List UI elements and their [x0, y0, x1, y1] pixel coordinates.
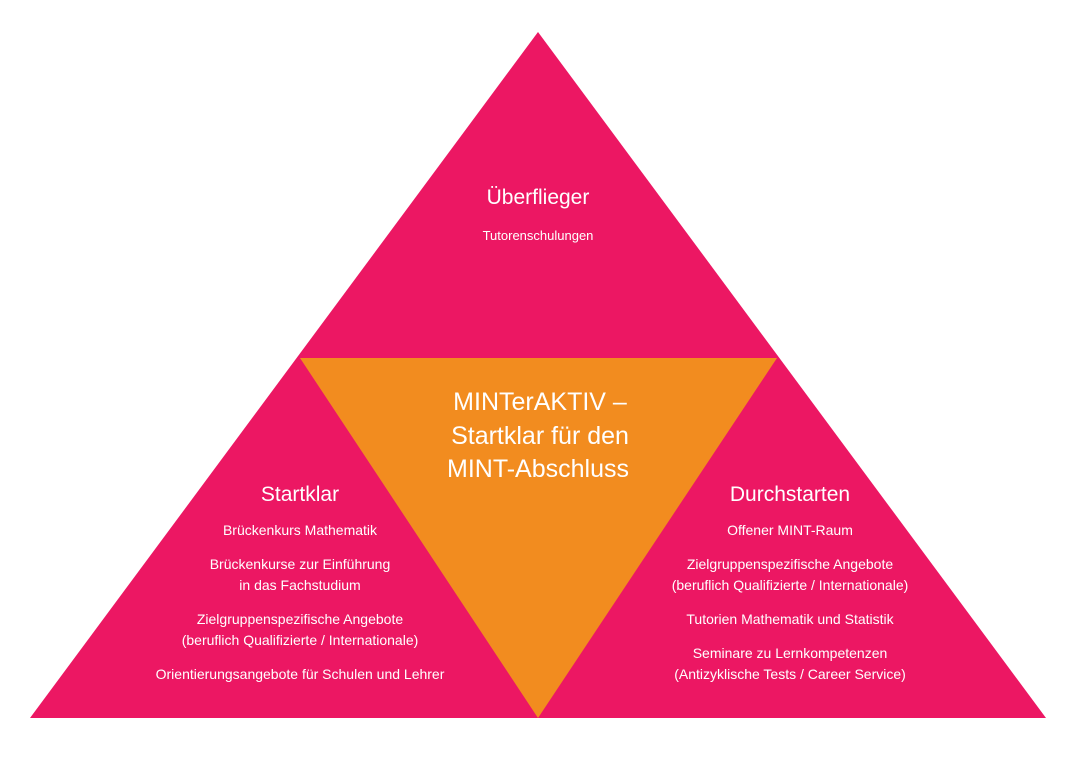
- right-item-line: (Antizyklische Tests / Career Service): [674, 666, 906, 682]
- right-item-line: (beruflich Qualifizierte / International…: [671, 577, 909, 593]
- right-item-line: Zielgruppenspezifische Angebote: [686, 556, 894, 572]
- right-item: Tutorien Mathematik und Statistik: [672, 609, 909, 630]
- right-section-items: Offener MINT-Raum Zielgruppenspezifische…: [672, 520, 909, 698]
- right-item: Seminare zu Lernkompetenzen (Antizyklisch…: [672, 643, 909, 685]
- center-title-line-1: MINTerAKTIV –: [453, 388, 627, 416]
- left-item-line: in das Fachstudium: [239, 577, 361, 593]
- left-item: Brückenkurse zur Einführung in das Fachst…: [156, 554, 445, 596]
- left-item: Brückenkurs Mathematik: [156, 520, 445, 541]
- top-section-item: Tutorenschulungen: [482, 228, 594, 243]
- right-item-line: Tutorien Mathematik und Statistik: [686, 611, 894, 627]
- center-title-line-2: Startklar für den: [451, 422, 629, 450]
- left-item-line: Brückenkurse zur Einführung: [209, 556, 391, 572]
- left-section-items: Brückenkurs Mathematik Brückenkurse zur …: [156, 520, 445, 698]
- left-item-line: Zielgruppenspezifische Angebote: [196, 611, 404, 627]
- top-section-title: Überflieger: [486, 186, 590, 209]
- left-section-title: Startklar: [260, 483, 340, 506]
- left-item: Orientierungsangebote für Schulen und Le…: [156, 664, 445, 685]
- left-item-line: Brückenkurs Mathematik: [222, 522, 378, 538]
- right-item: Offener MINT-Raum: [672, 520, 909, 541]
- left-item-line: (beruflich Qualifizierte / International…: [181, 632, 419, 648]
- center-triangle: [300, 358, 777, 718]
- right-item: Zielgruppenspezifische Angebote (beruflic…: [672, 554, 909, 596]
- left-item-line: Orientierungsangebote für Schulen und Le…: [155, 666, 445, 682]
- center-title-line-3: MINT-Abschluss: [447, 455, 629, 483]
- right-item-line: Seminare zu Lernkompetenzen: [692, 645, 888, 661]
- left-item: Zielgruppenspezifische Angebote (beruflic…: [156, 609, 445, 651]
- right-item-line: Offener MINT-Raum: [727, 522, 853, 538]
- right-section-title: Durchstarten: [729, 483, 851, 506]
